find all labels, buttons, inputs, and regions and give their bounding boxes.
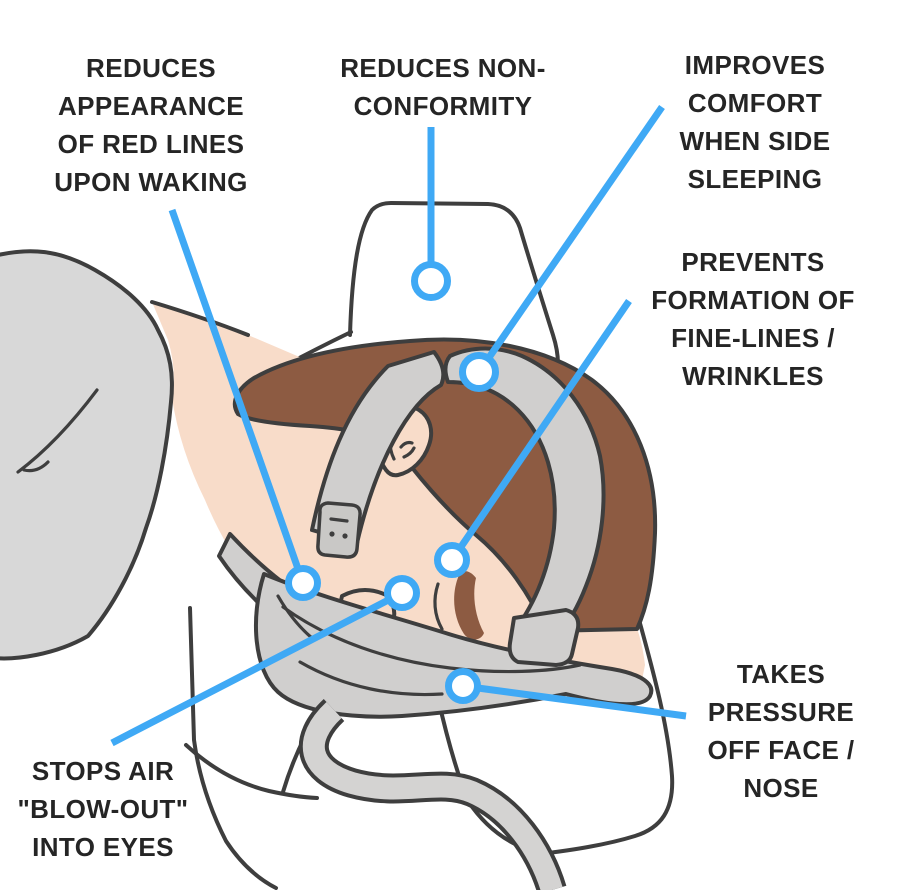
pillow-right-edge [539,614,675,856]
pillow-lobe-seam [184,743,319,800]
shirt-body [0,249,174,661]
eyebrow [454,571,484,640]
label-stops-air-blowout: STOPS AIR "BLOW-OUT" INTO EYES [17,756,189,862]
shoulder-top-line [150,300,250,337]
callouts [110,105,687,747]
label-reduces-non-conformity: REDUCES NON- CONFORMITY [340,53,546,121]
callout-marker-prevents-wrinkles [434,542,470,578]
label-reduces-red-lines: REDUCES APPEARANCE OF RED LINES UPON WAK… [54,53,248,197]
callout-marker-reduces-red-lines [285,565,321,601]
pillow-bottom-left-edge [188,606,278,890]
label-prevents-wrinkles: PREVENTS FORMATION OF FINE-LINES / WRINK… [651,247,855,391]
pillow-top-section-edge [348,201,560,380]
callout-marker-improves-comfort [459,352,499,392]
callout-line-reduces-red-lines [168,208,307,585]
mask-seam-lower [298,660,444,697]
strap-buckle [316,501,362,559]
callout-marker-reduces-non-conformity [411,261,451,301]
front-head-strap [310,350,446,545]
shirt-seam-hook [22,460,50,473]
cpap-hose [298,699,567,890]
callout-line-stops-air-blowout [110,589,404,747]
label-takes-pressure: TAKES PRESSURE OFF FACE / NOSE [707,659,855,803]
strap-tab [507,608,581,667]
callout-marker-stops-air-blowout [384,575,420,611]
callout-line-improves-comfort [476,105,665,374]
label-improves-comfort: IMPROVES COMFORT WHEN SIDE SLEEPING [679,50,831,194]
shirt-seam [16,388,99,474]
mask-wrinkle [276,594,314,640]
callout-marker-takes-pressure [445,668,481,704]
callout-line-prevents-wrinkles [449,299,632,562]
closed-eye [433,582,444,631]
callout-line-takes-pressure [462,682,687,720]
